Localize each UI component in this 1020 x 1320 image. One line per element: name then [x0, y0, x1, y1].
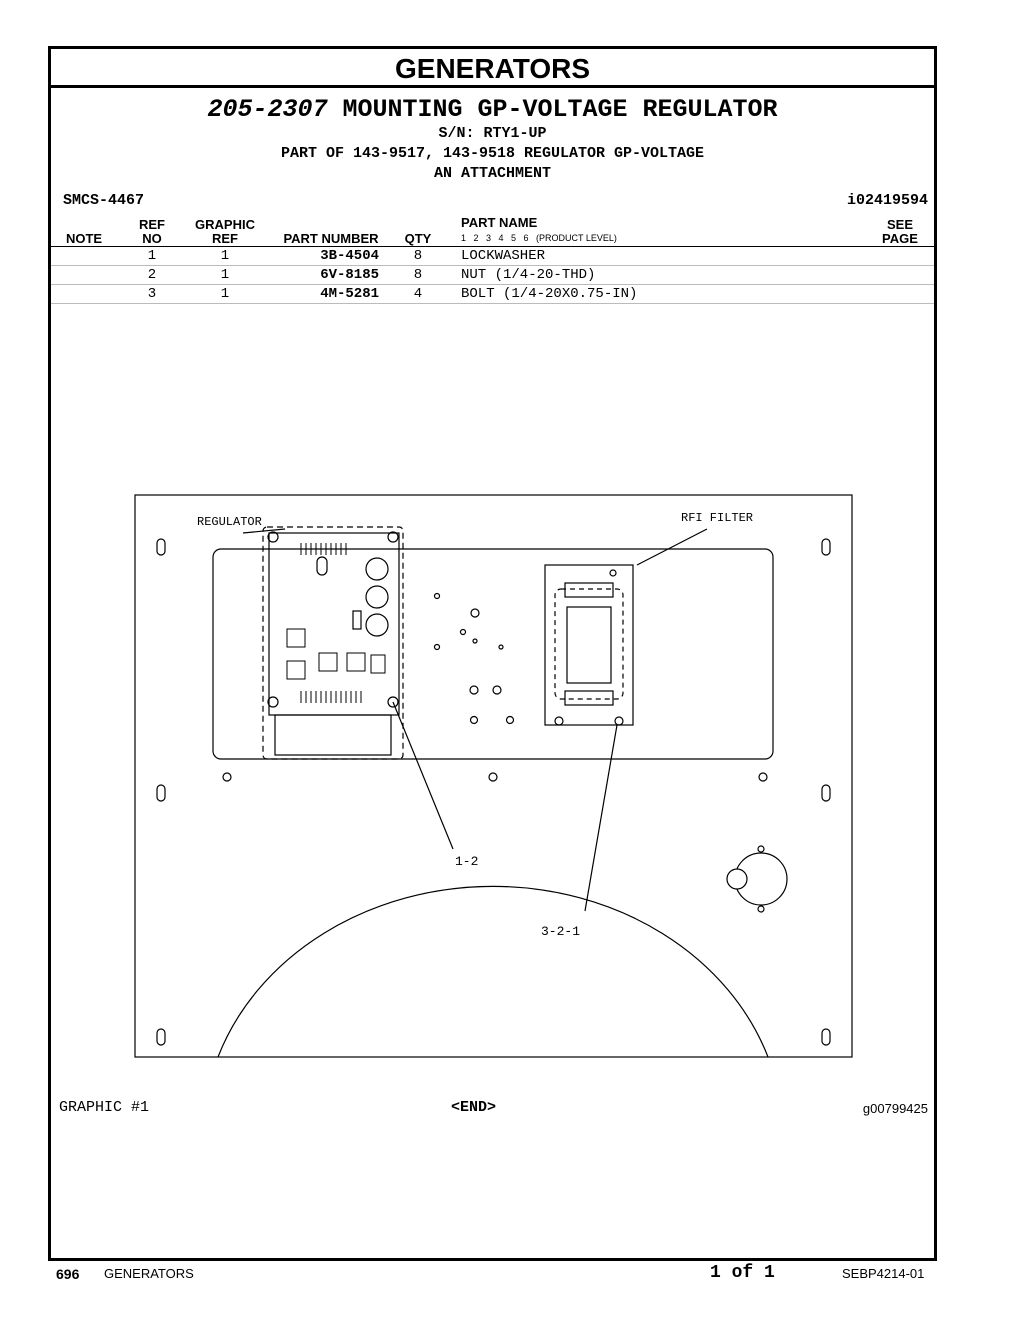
mounting-panel — [134, 494, 853, 1058]
col-graphic-top: GRAPHIC — [195, 217, 255, 232]
graphic-ref: 1 — [220, 248, 230, 264]
col-see-top: SEE — [886, 217, 913, 232]
group-heading: 205-2307 MOUNTING GP-VOLTAGE REGULATOR — [51, 95, 934, 124]
group-number: 205-2307 — [207, 95, 328, 124]
part-number: 4M-5281 — [320, 286, 379, 302]
table-row: 1 1 3B-4504 8 LOCKWASHER — [51, 248, 934, 266]
col-ref-top: REF — [139, 217, 165, 232]
voltage-regulator — [262, 526, 404, 760]
page-frame: GENERATORS 205-2307 MOUNTING GP-VOLTAGE … — [48, 46, 937, 1261]
end-marker: <END> — [451, 1099, 497, 1116]
col-note: NOTE — [65, 231, 103, 246]
ref-number: 2 — [147, 267, 157, 283]
row-rule — [51, 265, 934, 266]
quantity: 4 — [413, 286, 423, 302]
arc-cutout — [217, 885, 769, 1058]
section-title: GENERATORS — [51, 49, 934, 88]
graphic-ref: 1 — [220, 286, 230, 302]
table-row: 3 1 4M-5281 4 BOLT (1/4-20X0.75-IN) — [51, 286, 934, 304]
serial-number: S/N: RTY1-UP — [438, 125, 547, 142]
illustration-id: i02419594 — [846, 192, 928, 209]
ref-number: 3 — [147, 286, 157, 302]
part-number: 3B-4504 — [320, 248, 379, 264]
group-name: MOUNTING GP-VOLTAGE REGULATOR — [342, 95, 778, 124]
mounting-illustration: REGULATOR RFI FILTER 1-2 3-2-1 — [134, 494, 853, 1058]
part-name: BOLT (1/4-20X0.75-IN) — [461, 286, 638, 302]
inner-panel — [212, 548, 774, 760]
panel-holes — [433, 592, 515, 725]
leader-lines — [242, 528, 708, 912]
slot-holes — [156, 538, 831, 1046]
page-number: 696 — [56, 1266, 80, 1282]
table-row: 2 1 6V-8185 8 NUT (1/4-20-THD) — [51, 267, 934, 285]
doc-id: SEBP4214-01 — [842, 1266, 925, 1281]
part-of-line: PART OF 143-9517, 143-9518 REGULATOR GP-… — [280, 145, 705, 162]
label-rfi-filter: RFI FILTER — [681, 511, 753, 525]
callout-1-2: 1-2 — [455, 854, 478, 869]
smcs-code: SMCS-4467 — [63, 192, 145, 209]
col-part-number: PART NUMBER — [283, 231, 379, 246]
part-name: NUT (1/4-20-THD) — [461, 267, 596, 283]
quantity: 8 — [413, 248, 423, 264]
graphic-ref: 1 — [220, 267, 230, 283]
col-graphic-bottom: REF — [212, 231, 238, 246]
label-regulator: REGULATOR — [197, 515, 262, 529]
product-levels: 1 2 3 4 5 6 (PRODUCT LEVEL) — [461, 233, 617, 243]
row-rule — [51, 284, 934, 285]
keyhole-cutout — [726, 845, 788, 913]
graphic-label: GRAPHIC #1 — [59, 1099, 150, 1116]
col-ref-bottom: NO — [142, 231, 162, 246]
rfi-filter — [544, 564, 634, 726]
col-qty: QTY — [404, 231, 432, 246]
graphic-id: g00799425 — [862, 1101, 928, 1116]
quantity: 8 — [413, 267, 423, 283]
row-rule — [51, 303, 934, 304]
hex-holes — [222, 772, 768, 782]
callout-3-2-1: 3-2-1 — [541, 924, 580, 939]
col-see-bottom: PAGE — [882, 231, 918, 246]
attachment-line: AN ATTACHMENT — [433, 165, 552, 182]
part-name: LOCKWASHER — [461, 248, 546, 264]
footer-section: GENERATORS — [104, 1266, 194, 1281]
part-number: 6V-8185 — [320, 267, 379, 283]
col-part-name: PART NAME — [461, 215, 538, 230]
ref-number: 1 — [147, 248, 157, 264]
page-of: 1 of 1 — [710, 1263, 775, 1283]
header-rule — [51, 246, 934, 247]
